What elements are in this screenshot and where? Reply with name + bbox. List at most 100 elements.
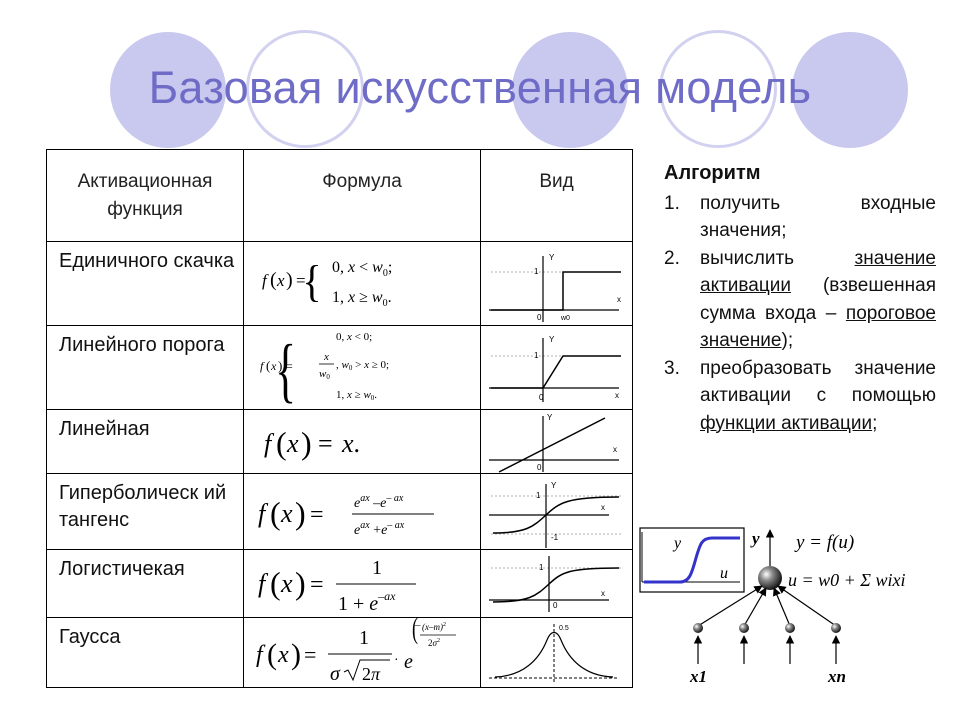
input-node	[739, 623, 749, 633]
table-row: Гиперболическ ий тангенс f ( x ) = eax –…	[46, 473, 633, 550]
svg-text:(x–m)2: (x–m)2	[422, 622, 446, 632]
svg-text:x: x	[601, 503, 605, 512]
svg-text:x: x	[270, 359, 277, 373]
svg-text:Y: Y	[549, 335, 555, 344]
svg-text:(: (	[270, 495, 281, 531]
svg-text:=: =	[310, 502, 324, 528]
sum-equation: u = w0 + Σ wixi	[788, 570, 906, 590]
svg-text:2π: 2π	[362, 664, 381, 684]
slide-title: Базовая искусственная модель	[148, 62, 812, 113]
svg-text:, w0 > x ≥ 0;: , w0 > x ≥ 0;	[336, 359, 389, 372]
input-node	[693, 623, 703, 633]
svg-text:1: 1	[534, 351, 539, 360]
row-name: Гиперболическ ий тангенс	[46, 473, 244, 550]
output-y: y	[750, 529, 760, 548]
svg-text:): )	[301, 425, 312, 461]
svg-text:1: 1	[534, 267, 539, 276]
graph-linear: Y 0 x	[480, 409, 633, 474]
svg-text:-1: -1	[551, 533, 559, 542]
svg-text:=: =	[310, 572, 324, 598]
algorithm-block: Алгоритм 1.получить входные значения; 2.…	[664, 160, 936, 437]
svg-text:f: f	[258, 499, 269, 528]
svg-text:1: 1	[539, 563, 544, 572]
neuron-diagram: y u y y = f(u) u = w0 + Σ wixi x1 xn	[639, 527, 906, 686]
svg-text:(: (	[276, 425, 287, 461]
formula-gauss: f ( x ) = 1 σ 2π · e – (x–m)2 2σ2 (	[243, 617, 481, 688]
decor-circle-4	[659, 30, 777, 148]
svg-text:1, x ≥ w0.: 1, x ≥ w0.	[336, 389, 377, 402]
svg-text:e: e	[404, 651, 413, 673]
formula-logistic: f ( x ) = 1 1 + e–ax	[243, 549, 481, 618]
table-row: Линейного порога f( x) = { 0, x < 0; x w…	[46, 325, 633, 410]
svg-text:): )	[286, 269, 293, 291]
svg-text:(: (	[270, 565, 281, 601]
algorithm-steps: 1.получить входные значения; 2.вычислить…	[664, 190, 936, 438]
svg-text:0: 0	[537, 463, 542, 472]
svg-text:=: =	[296, 271, 306, 290]
svg-text:(: (	[267, 638, 277, 671]
formula-linear-threshold: f( x) = { 0, x < 0; x w0 , w0 > x ≥ 0; 1…	[243, 325, 481, 410]
list-item: 3.преобразовать значение активации с пом…	[664, 357, 936, 434]
svg-text:): )	[291, 638, 301, 671]
svg-text:0: 0	[539, 393, 544, 402]
svg-text:Y: Y	[551, 481, 557, 490]
inset-y-label: y	[672, 535, 682, 552]
svg-text:f: f	[264, 429, 275, 458]
svg-text:1: 1	[536, 491, 541, 500]
graph-linear-threshold: 1 Y 0 x	[480, 325, 633, 410]
svg-text:x: x	[615, 391, 619, 400]
svg-text:): )	[278, 358, 282, 373]
svg-text:f: f	[262, 271, 269, 290]
graph-gauss: 0.5	[480, 617, 633, 688]
svg-text:x: x	[280, 569, 293, 598]
svg-text:(: (	[270, 269, 277, 291]
neuron-node	[758, 566, 782, 590]
inset-u-label: u	[720, 565, 728, 582]
svg-text:Y: Y	[547, 413, 553, 422]
row-name: Единичного скачка	[46, 241, 244, 326]
row-name: Линейного порога	[46, 325, 244, 410]
svg-text:Y: Y	[549, 253, 555, 262]
svg-text:): )	[295, 565, 306, 601]
svg-text:0, x < w0;: 0, x < w0;	[332, 259, 392, 279]
decor-circle-5	[792, 32, 908, 148]
decor-circle-2	[246, 30, 364, 148]
svg-text:f: f	[256, 642, 266, 668]
algorithm-heading: Алгоритм	[664, 162, 761, 184]
input-x1: x1	[689, 667, 707, 686]
decor-circle-1	[110, 32, 226, 148]
svg-text:x: x	[617, 295, 621, 304]
svg-text:1, x ≥ w0.: 1, x ≥ w0.	[332, 289, 392, 309]
svg-text:): )	[295, 495, 306, 531]
svg-text:σ: σ	[330, 663, 341, 685]
svg-text:{: {	[275, 330, 296, 410]
output-equation: y = f(u)	[794, 532, 854, 553]
svg-text:x: x	[601, 589, 605, 598]
svg-text:x: x	[286, 429, 299, 458]
svg-text:0, x < 0;: 0, x < 0;	[336, 331, 372, 343]
svg-text:eax –e– ax: eax –e– ax	[354, 493, 404, 511]
svg-text:1: 1	[359, 627, 369, 649]
svg-text:=: =	[286, 359, 293, 373]
svg-text:{: {	[303, 258, 322, 306]
svg-text:2σ2: 2σ2	[428, 638, 440, 648]
list-item: 2.вычислить значение активации (взвешенн…	[664, 247, 936, 352]
svg-text:x: x	[276, 271, 285, 290]
svg-text:0: 0	[537, 313, 542, 322]
list-item: 1.получить входные значения;	[664, 192, 936, 242]
header-formula: Формула	[243, 149, 481, 242]
input-node	[785, 623, 795, 633]
svg-text:0.5: 0.5	[559, 625, 569, 632]
input-node	[831, 623, 841, 633]
svg-text:x: x	[280, 499, 293, 528]
svg-text:x: x	[613, 445, 617, 454]
svg-text:(: (	[412, 618, 418, 645]
graph-tanh: 1 Y x -1	[480, 473, 633, 550]
svg-text:1: 1	[372, 557, 382, 579]
svg-text:=: =	[304, 642, 316, 667]
svg-text:f: f	[260, 359, 265, 373]
